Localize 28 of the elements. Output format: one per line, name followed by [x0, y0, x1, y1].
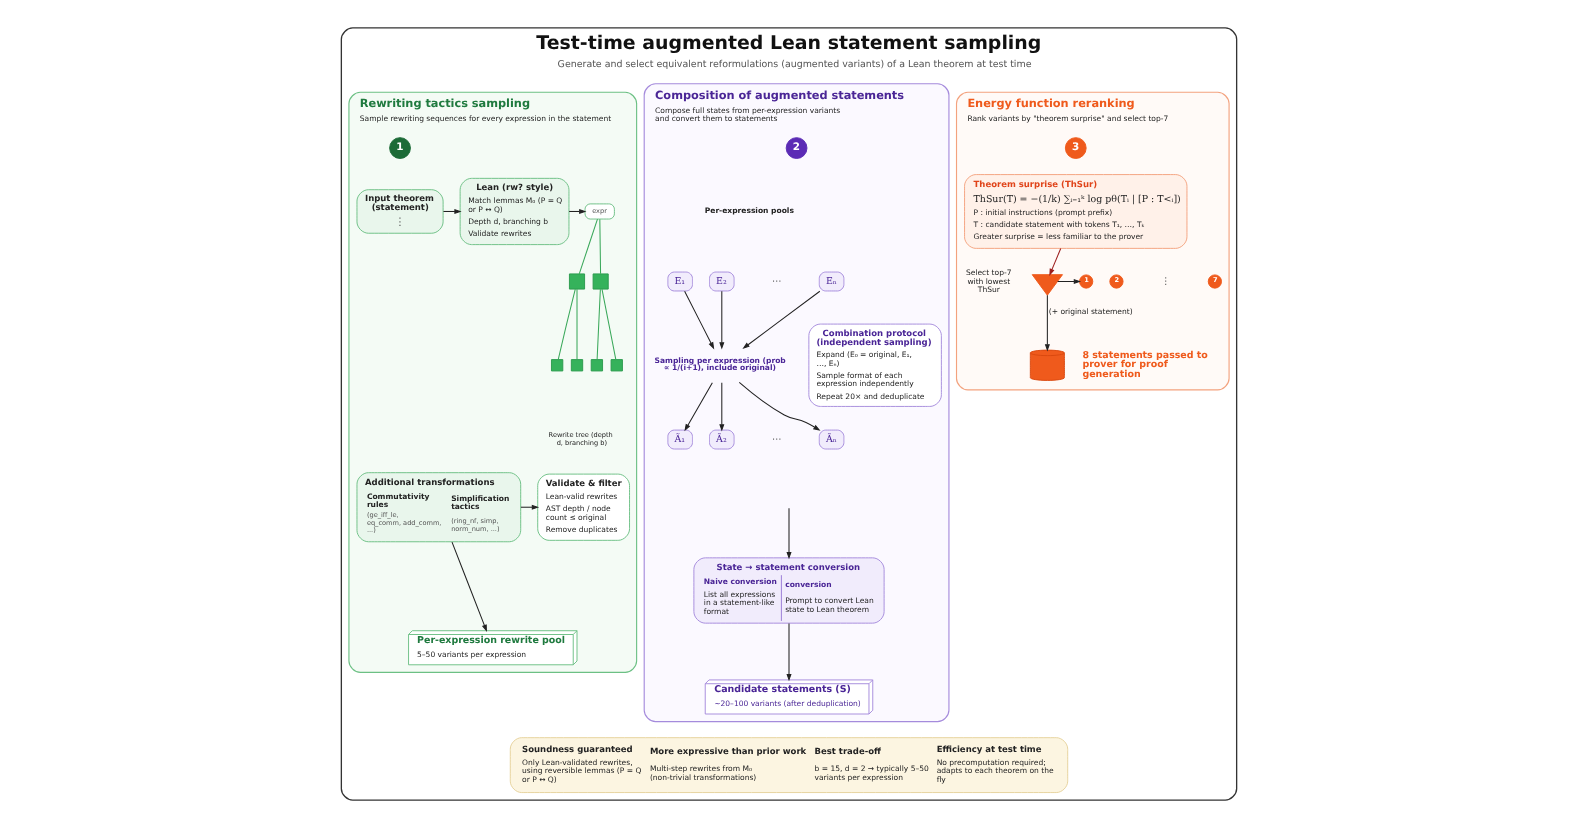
arrow	[1057, 278, 1082, 285]
arrow	[442, 208, 462, 215]
node-box	[570, 359, 584, 372]
node-box	[551, 359, 564, 372]
arrow	[786, 507, 792, 560]
arrow	[1044, 294, 1050, 352]
arrow	[520, 504, 540, 510]
node-funnel	[1031, 274, 1063, 296]
arrow	[742, 290, 821, 349]
connector	[601, 288, 617, 360]
arrow	[568, 208, 587, 215]
connector	[596, 288, 601, 360]
arrow	[719, 290, 725, 350]
node-box	[610, 359, 623, 372]
arrow	[719, 382, 725, 432]
connector	[599, 218, 602, 275]
arrow	[786, 622, 792, 682]
arrow	[1049, 247, 1062, 276]
arrow	[684, 382, 713, 432]
node-box	[590, 359, 604, 372]
connector	[576, 288, 578, 360]
arrow	[738, 381, 821, 431]
connector	[557, 288, 576, 360]
node-box	[592, 273, 609, 290]
connector	[578, 218, 598, 275]
arrow	[451, 541, 487, 632]
arrow	[684, 290, 715, 350]
node-box	[568, 273, 586, 290]
